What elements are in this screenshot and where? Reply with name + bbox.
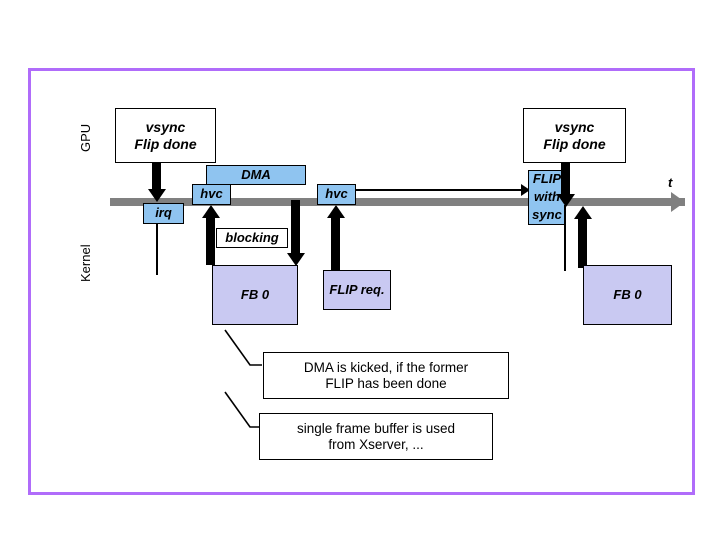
hvc-box-first: hvc <box>192 184 231 205</box>
slide-border <box>28 68 695 495</box>
fb0-box-left: FB 0 <box>212 265 298 325</box>
vsync-right-drop-line <box>564 205 566 271</box>
dma-box: DMA <box>206 165 306 185</box>
callout-dma-line2: FLIP has been done <box>325 375 447 391</box>
hvc-first-arrow-head-icon <box>201 205 220 218</box>
vsync-left-arrow-shaft <box>152 163 161 190</box>
callout-dma-line1: DMA is kicked, if the former <box>303 359 469 375</box>
timeline-arrowhead <box>671 192 685 212</box>
vsync-left-line2: Flip done <box>134 135 197 152</box>
vsync-right-arrow-shaft <box>561 163 570 200</box>
irq-box: irq <box>143 203 184 224</box>
flip-with-sync-line1: FLIP <box>532 171 562 187</box>
blocking-box: blocking <box>216 228 288 248</box>
time-axis-label: t <box>668 175 673 190</box>
callout-fb-line1: single frame buffer is used <box>296 420 456 436</box>
flip-with-sync-line2: with <box>534 189 560 205</box>
callout-dma: DMA is kicked, if the former FLIP has be… <box>263 352 509 399</box>
gpu-lane-label: GPU <box>78 123 93 152</box>
fb0-right-arrow-shaft <box>578 218 587 268</box>
flip-request-connector <box>356 189 522 191</box>
dma-done-arrow-head-icon <box>286 253 305 266</box>
vsync-flip-done-right: vsync Flip done <box>523 108 626 163</box>
hvc-first-arrow-shaft <box>206 217 215 265</box>
flip-with-sync-line3: sync <box>532 206 562 222</box>
vsync-flip-done-left: vsync Flip done <box>115 108 216 163</box>
flip-req-box: FLIP req. <box>323 270 391 310</box>
vsync-right-line1: vsync <box>554 119 595 136</box>
kernel-lane-label: Kernel <box>78 244 93 282</box>
vsync-left-arrow-head-icon <box>147 189 166 202</box>
callout-fb: single frame buffer is used from Xserver… <box>259 413 493 460</box>
vsync-left-line1: vsync <box>145 119 186 136</box>
hvc-second-arrow-shaft <box>331 217 340 270</box>
vsync-right-arrow-head-icon <box>556 194 575 207</box>
fb0-box-right: FB 0 <box>583 265 672 325</box>
flip-request-connector-head-icon <box>521 183 530 196</box>
fb0-right-arrow-head-icon <box>573 206 592 219</box>
hvc-second-arrow-head-icon <box>326 205 345 218</box>
dma-done-arrow-shaft <box>291 200 300 255</box>
vsync-right-line2: Flip done <box>543 135 606 152</box>
callout-fb-line2: from Xserver, ... <box>328 436 424 452</box>
irq-drop-line <box>156 224 158 275</box>
timeline-axis <box>110 198 685 206</box>
hvc-box-second: hvc <box>317 184 356 205</box>
